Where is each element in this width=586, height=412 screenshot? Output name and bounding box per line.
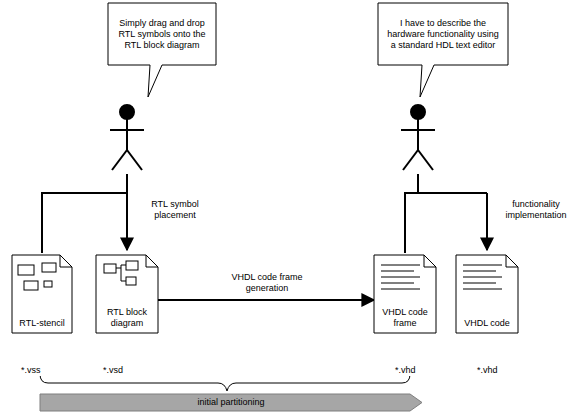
stick-figure [110,105,144,170]
step-label: functionality implementation [492,199,580,221]
stencil-symbol [24,281,38,290]
text-line [381,265,420,266]
callout-text: Simply drag and drop RTL symbols onto th… [114,18,210,51]
file-extension: *.vsd [102,365,124,376]
callout-text: I have to describe the hardware function… [384,18,502,51]
step-label: RTL symbol placement [134,199,216,221]
block-wire [116,265,126,281]
block-symbol [104,264,116,273]
document-name: RTL-stencil [12,318,72,329]
document-name: VHDL code [456,318,518,329]
grouping-brace [40,374,410,391]
band-text: initial partitioning [197,397,264,408]
folded-corner [424,255,436,267]
text-line [463,277,502,278]
text-line [381,289,420,290]
text-line [381,283,414,284]
folded-corner [146,255,158,267]
placement-bracket [42,174,127,253]
band-arrow [40,394,422,411]
text-line [463,289,502,290]
block-symbol [126,261,138,270]
edge-label: VHDL code frame generation [214,272,320,294]
stick-figure [401,105,435,170]
speech-bubble: Simply drag and drop RTL symbols onto th… [108,3,216,65]
file-extension: *.vhd [394,365,417,376]
folded-corner [506,255,518,267]
file-extension: *.vhd [476,365,499,376]
arrow-band: initial partitioning [40,394,422,411]
document-outline [96,255,158,333]
document-name: RTL block diagram [96,307,158,329]
block-symbol [126,277,136,285]
document-icon: RTL block diagram [96,255,158,333]
bubble-outline [108,3,216,97]
stencil-symbol [42,263,56,272]
document-icon: RTL-stencil [12,255,72,333]
flow-arrow [158,299,374,301]
text-line [463,271,496,272]
text-line [463,265,502,266]
document-outline [12,255,72,333]
text-line [463,283,496,284]
text-line [381,277,420,278]
bubble-outline [378,3,508,97]
speech-bubble: I have to describe the hardware function… [378,3,508,65]
document-outline [456,255,518,333]
document-outline [374,255,436,333]
stencil-symbol [44,281,52,287]
document-name: VHDL code frame [374,307,436,329]
file-extension: *.vss [20,365,42,376]
folded-corner [60,255,72,267]
implementation-bracket [405,174,487,253]
document-icon: VHDL code [456,255,518,333]
text-line [381,271,414,272]
document-icon: VHDL code frame [374,255,436,333]
stencil-symbol [18,265,34,275]
